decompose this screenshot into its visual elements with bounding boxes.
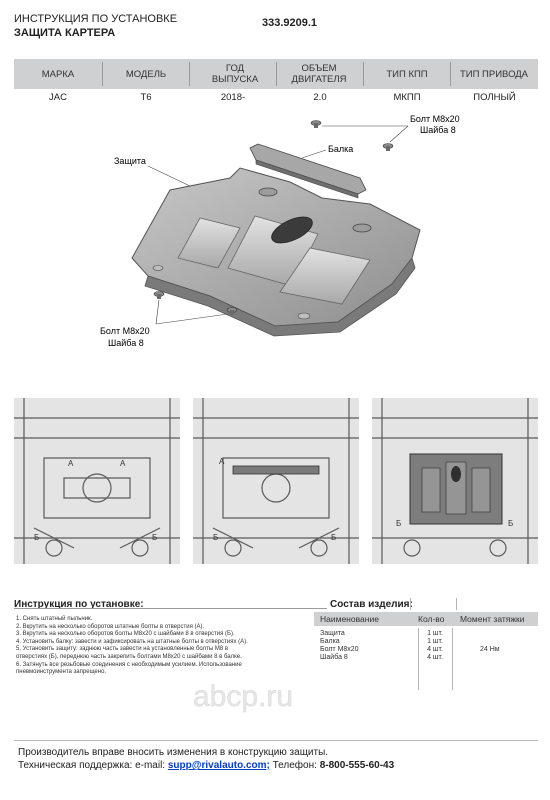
marker-b-5: Б [396,519,401,528]
marker-b-1: Б [34,533,39,542]
cell-drive: ПОЛНЫЙ [473,92,516,103]
abcp-logo: abcp.ru [193,678,333,719]
support-phone: 8-800-555-60-43 [319,760,395,771]
footer-support: Техническая поддержка: e-mail: supp@riva… [18,760,394,771]
composition-name: Болт М8х20 [320,646,359,653]
label-beam: Балка [328,144,353,154]
instruction-step: 6. Затянуть все резьбовые соединения с н… [16,661,242,668]
instructions-title: Инструкция по установке: [14,599,144,610]
marker-b-3: Б [213,533,218,542]
support-email-link[interactable]: supp@rivalauto.com; [167,760,270,771]
label-bolt-top: Болт М8х20 [410,114,460,124]
cell-brand: JAC [49,92,67,103]
bolt-top-1-icon [310,120,322,128]
instruction-step: пневмоинструмента запрещено. [16,669,107,676]
marker-a-1: А [68,459,74,468]
instruction-step: 5. Установить защиту: заднюю часть завес… [16,646,229,653]
spec-table-header: МАРКА МОДЕЛЬ ГОД ВЫПУСКА ОБЪЕМ ДВИГАТЕЛЯ… [14,59,538,89]
cell-model: T6 [140,92,152,103]
instruction-step: отверстиях (Б), переднюю часть закрепить… [16,653,242,660]
header-year: ГОД ВЫПУСКА [211,63,259,85]
label-bolt-bottom: Болт М8х20 [100,326,150,336]
footer-notice: Производитель вправе вносить изменения в… [18,747,329,758]
instruction-step: 3. Вкрутить на несколько оборотов болты … [16,631,235,638]
header-engine: ОБЪЕМ ДВИГАТЕЛЯ [291,63,347,85]
instruction-step: 2. Вкрутить на несколько оборотов штатны… [16,623,205,630]
title-line-2: ЗАЩИТА КАРТЕРА [14,27,116,39]
header-name: Наименование [320,614,379,624]
watermark-text: abcp.ru [193,680,293,713]
marker-a-3: А [219,457,225,466]
title-line-1: ИНСТРУКЦИЯ ПО УСТАНОВКЕ [14,13,178,25]
phone-label: Телефон: [269,760,320,771]
label-shield: Защита [114,156,146,166]
header-qty: Кол-во [418,614,445,624]
support-label: Техническая поддержка: e-mail: [18,760,168,771]
skid-plate-shield [131,167,421,337]
composition-qty-cell: 4 шт. [427,646,443,653]
instructions-divider [14,608,327,609]
composition-name: Балка [320,638,340,645]
composition-qty-cell: 4 шт. [427,654,443,661]
instruction-step: 1. Снять штатный пыльник. [16,616,93,622]
composition-names: Защита Балка Болт М8х20 Шайба 8 [320,630,412,662]
marker-a-2: А [120,459,126,468]
instructions-steps: 1. Снять штатный пыльник. 2. Вкрутить на… [16,616,306,677]
cell-engine: 2.0 [313,92,327,103]
photo-step-2: А Б Б [193,398,359,564]
header-brand: МАРКА [41,68,75,80]
composition-qty-cell: 1 шт. [427,638,443,645]
header-torque: Момент затяжки [460,614,525,624]
part-number: 333.9209.1 [262,17,318,29]
bolt-top-2-icon [382,143,394,151]
cell-gearbox: МКПП [393,92,421,103]
installed-shield [409,453,503,525]
bolt-bottom-2-icon [226,307,238,315]
marker-b-2: Б [152,533,157,542]
composition-header: Наименование Кол-во Момент затяжки [314,612,538,626]
photo-step-3: Б Б [372,398,538,564]
footer-divider [14,740,538,741]
label-washer-bottom: Шайба 8 [108,338,144,348]
marker-b-4: Б [331,533,336,542]
instruction-step: 4. Установить балку: завести и зафиксиро… [16,638,248,645]
installation-photos: А А Б Б А Б Б [14,398,538,564]
marker-b-6: Б [508,519,513,528]
document-title: ИНСТРУКЦИЯ ПО УСТАНОВКЕ ЗАЩИТА КАРТЕРА [14,12,177,40]
composition-name: Защита [320,630,345,637]
header-drive: ТИП ПРИВОДА [459,68,529,80]
composition-torque: 24 Нм [480,646,500,653]
header-gearbox: ТИП КПП [386,68,428,80]
cell-year: 2018- [220,92,246,103]
label-washer-top: Шайба 8 [420,125,456,135]
composition-title: Состав изделия: [330,599,413,610]
composition-qty: 1 шт. 1 шт. 4 шт. 4 шт. [420,630,450,662]
spec-table-row: JAC T6 2018- 2.0 МКПП ПОЛНЫЙ [14,92,538,106]
photo-step-1: А А Б Б [14,398,180,564]
exploded-diagram: Защита Балка Болт М8х20 Шайба 8 Болт М8х… [100,114,460,348]
composition-qty-cell: 1 шт. [427,630,443,637]
crossmember-beam [249,143,367,199]
header-model: МОДЕЛЬ [125,68,167,80]
bolt-bottom-1-icon [153,291,165,299]
composition-name: Шайба 8 [320,654,348,661]
